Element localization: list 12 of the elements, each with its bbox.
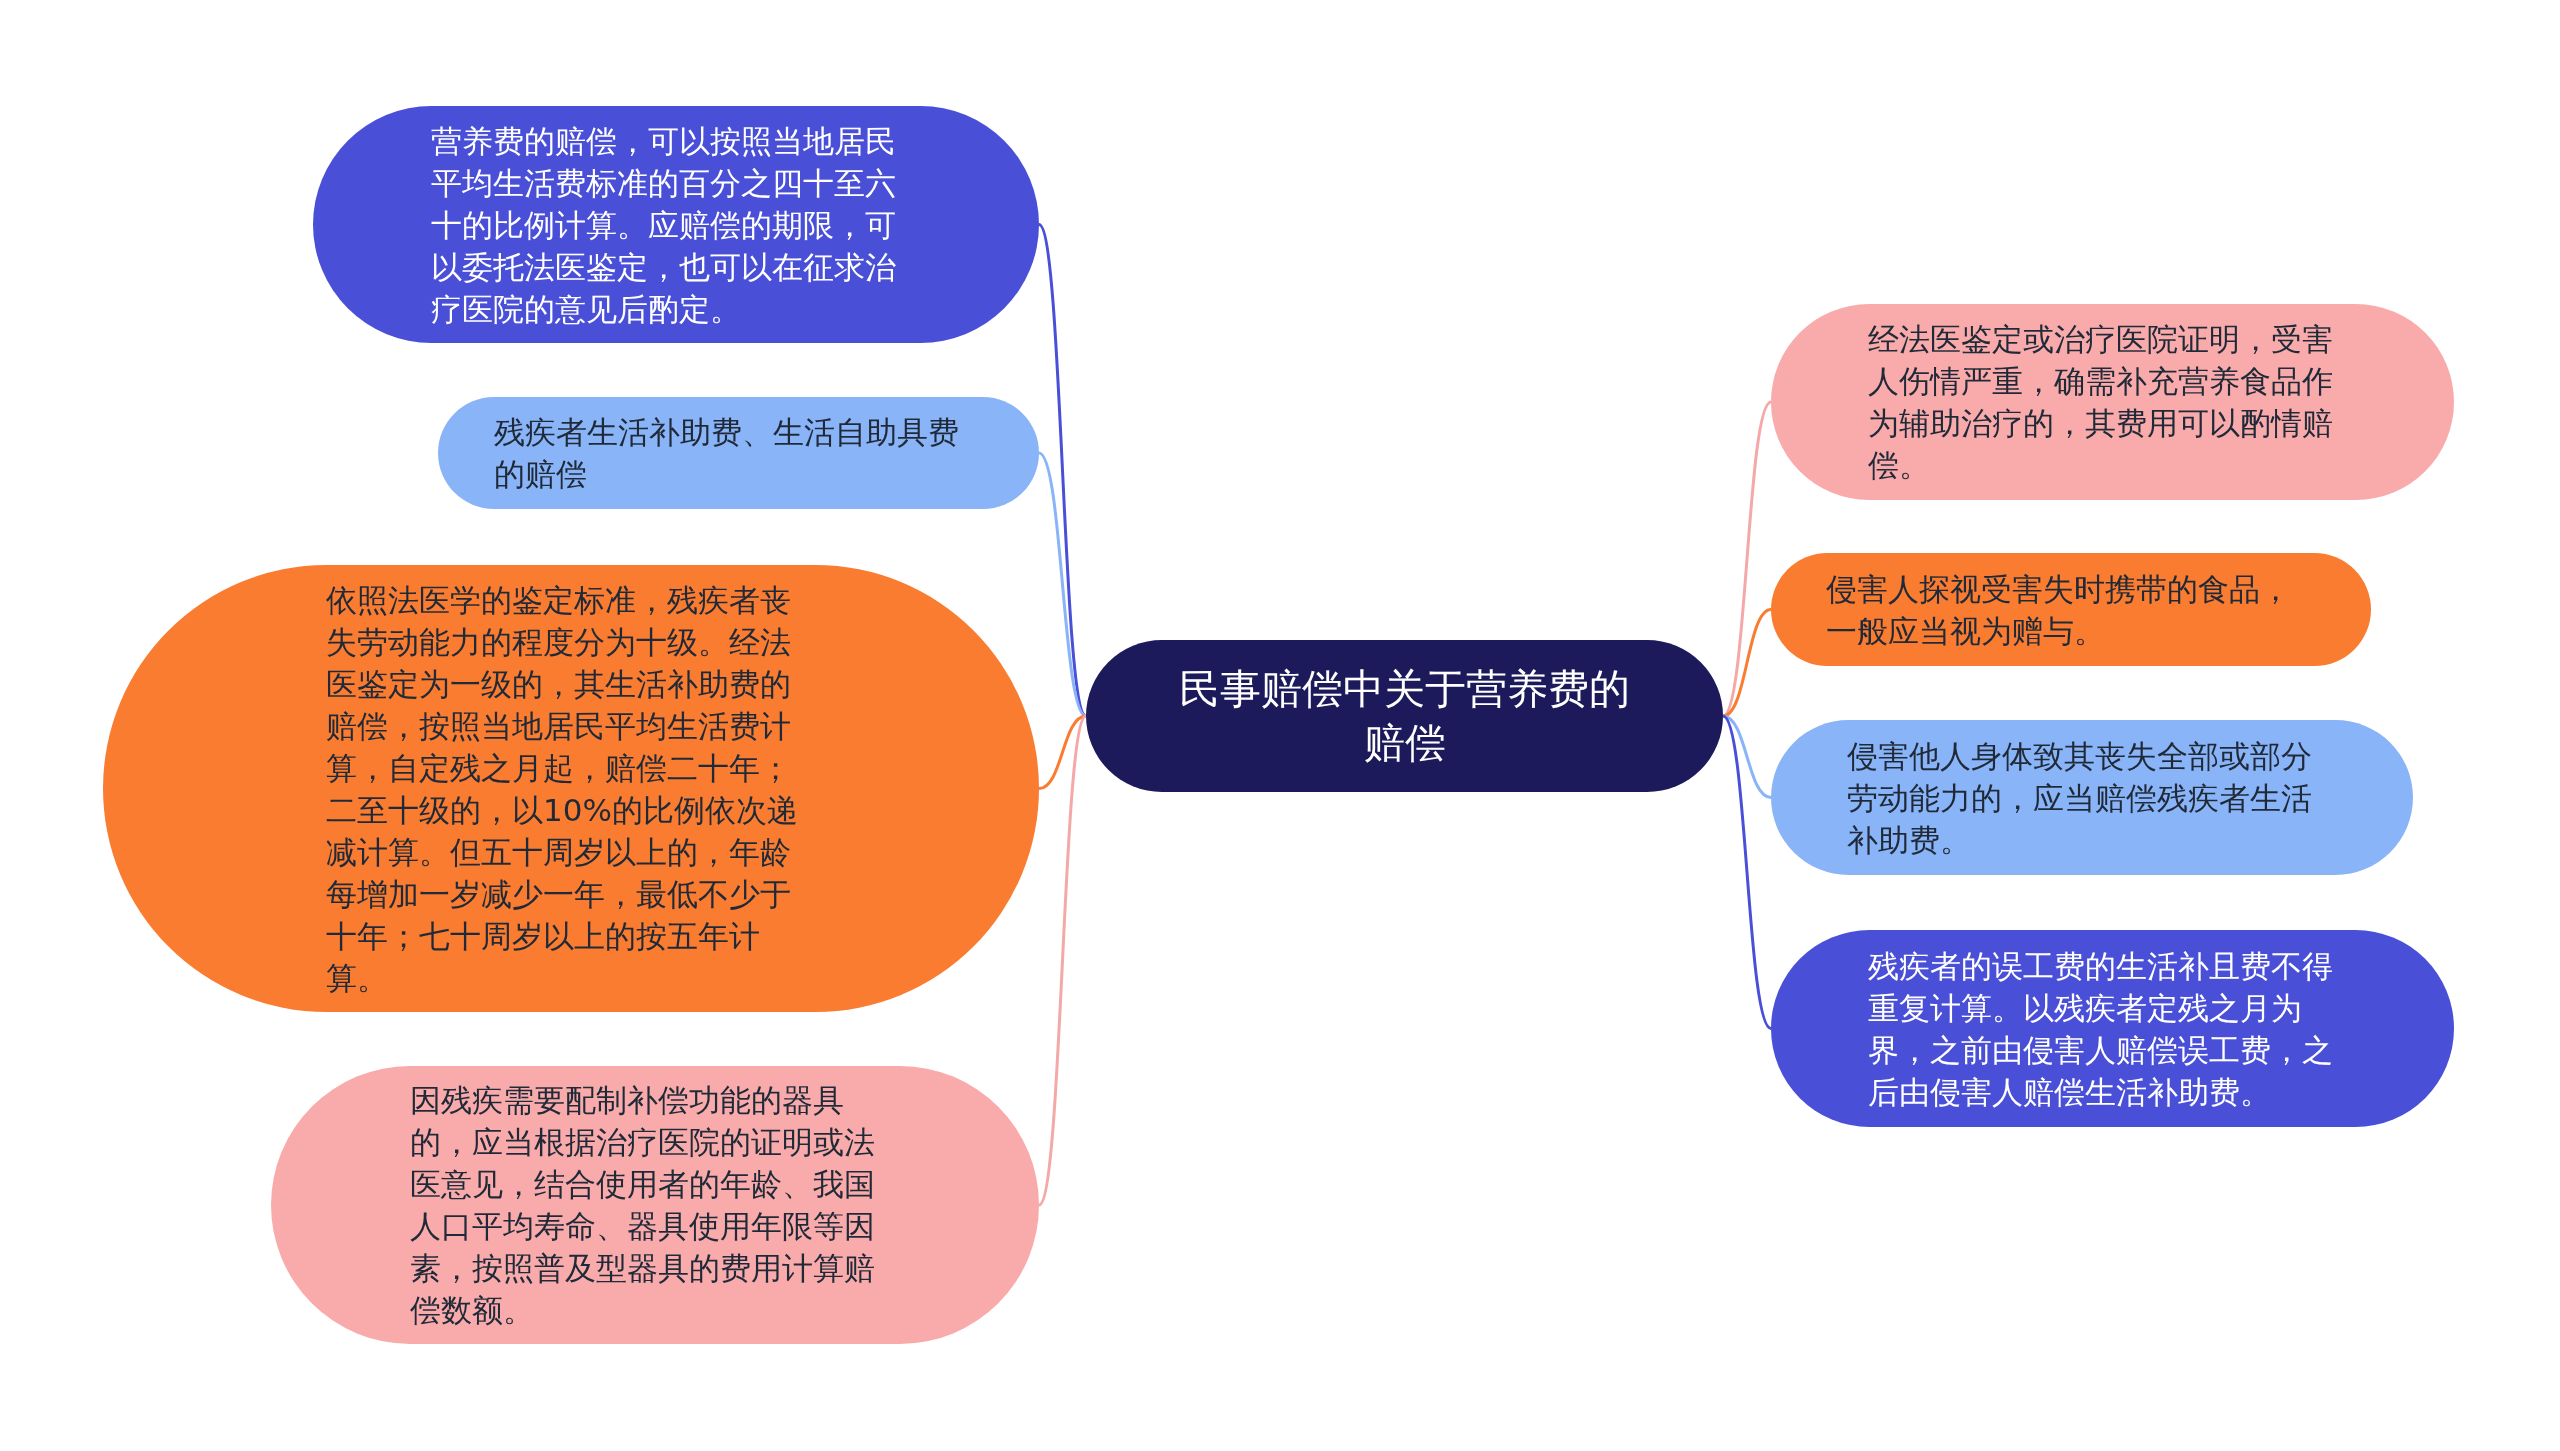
topic-text: 残疾者生活补助费、生活自助具费的赔偿 bbox=[493, 413, 960, 494]
connector-line bbox=[1722, 714, 1772, 799]
topic-text: 因残疾需要配制补偿功能的器具的，应当根据治疗医院的证明或法医意见，结合使用者的年龄、我国人口平均寿命、器具使用年限等因素，按照普及型器具的费用计算赔偿数额。 bbox=[410, 1081, 876, 1330]
connector-line bbox=[1722, 608, 1772, 718]
topic-text: 营养费的赔偿，可以按照当地居民平均生活费标准的百分之四十至六十的比例计算。应赔偿的期限，可以委托法医鉴定，也可以在征求治疗医院的意见后酌定。 bbox=[431, 121, 897, 329]
topic-text: 侵害人探视受害失时携带的食品，一般应当视为赠与。 bbox=[1826, 569, 2292, 651]
topic-text: 民事赔偿中关于营养费的赔偿 bbox=[1178, 664, 1631, 769]
topic-text: 经法医鉴定或治疗医院证明，受害人伤情严重，确需补充营养食品作为辅助治疗的，其费用可以酌情赔偿。 bbox=[1867, 320, 2334, 485]
topic-text: 依照法医学的鉴定标准，残疾者丧失劳动能力的程度分为十级。经法医鉴定为一级的，其生活补助费的赔偿，按照当地居民平均生活费计算，自定残之月起，赔偿二十年；二至十级的，以10%的比例依次递减计算。但五十周岁以上的，年龄每增加一岁减少一年，最低不少于十年；七十周岁以上的按五年计算。 bbox=[326, 580, 799, 998]
topic-text: 侵害他人身体致其丧失全部或部分劳动能力的，应当赔偿残疾者生活补助费。 bbox=[1847, 736, 2313, 860]
connector-line bbox=[1038, 714, 1087, 790]
topic-text: 残疾者的误工费的生活补且费不得重复计算。以残疾者定残之月为界，之前由侵害人赔偿误工费，之后由侵害人赔偿生活补助费。 bbox=[1867, 946, 2334, 1112]
